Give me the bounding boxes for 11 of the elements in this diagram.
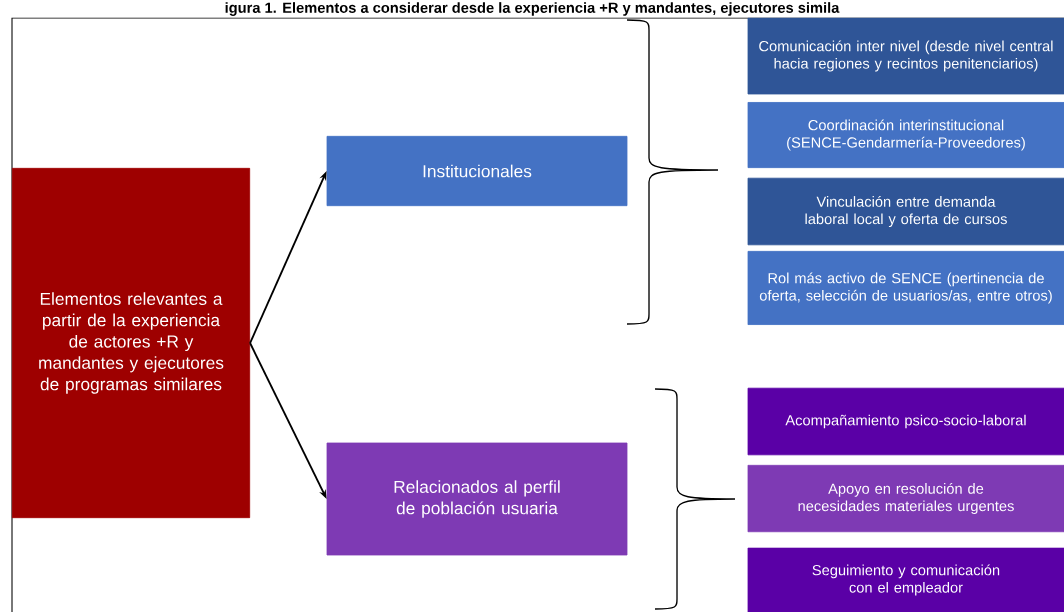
process-box: Relacionados al perfil de población usuaria: [326, 442, 628, 556]
process-box: Acompañamiento psico-socio-laboral: [747, 387, 1064, 456]
process-box: Seguimiento y comunicación con el empleador: [747, 547, 1064, 612]
process-box: Rol más activo de SENCE (pertinencia de oferta, selección de usuarios/as, entre otros): [747, 250, 1064, 326]
figure-title: igura 1. Elementos a considerar desde la experiencia +R y mandantes, ejecutores simila: [225, 2, 840, 16]
process-box: Vinculación entre demanda laboral local y oferta de cursos: [747, 177, 1064, 246]
process-box: Institucionales: [326, 135, 628, 207]
process-box: Apoyo en resolución de necesidades materiales urgentes: [747, 464, 1064, 533]
process-box: Coordinación interinstitucional (SENCE-Gendarmería-Proveedores): [747, 101, 1064, 169]
process-box: Comunicación inter nivel (desde nivel central hacia regiones y recintos penitenciarios): [747, 17, 1064, 95]
process-box: Elementos relevantes a partir de la experiencia de actores +R y mandantes y ejecutores de programas similares: [11, 167, 251, 519]
